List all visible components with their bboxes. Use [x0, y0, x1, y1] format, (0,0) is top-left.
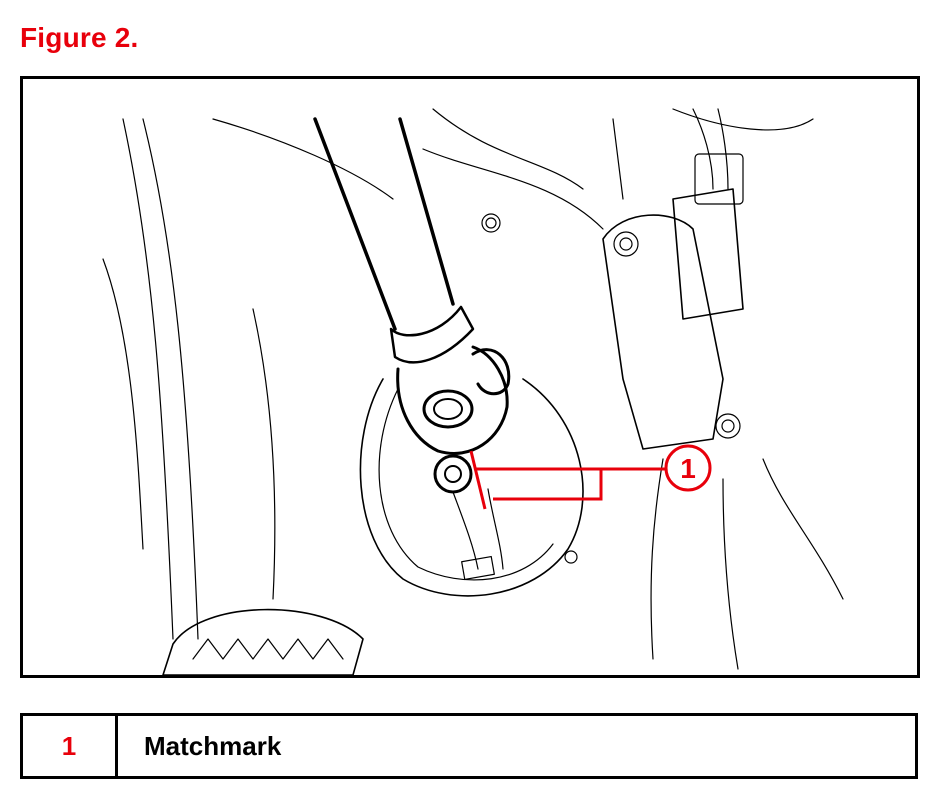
- legend-number: 1: [23, 716, 118, 776]
- upper-contour: [612, 118, 624, 200]
- upper-contour: [432, 108, 584, 190]
- steering-shaft-left-edge: [313, 117, 397, 331]
- upper-contour: [212, 118, 394, 200]
- pedal-ribs: [192, 638, 344, 660]
- illustration-frame: 1: [20, 76, 920, 678]
- lower-shaft: [452, 488, 504, 570]
- upper-contour: [672, 108, 814, 131]
- figure-title: Figure 2.: [20, 22, 139, 53]
- joint-bolt-hole: [433, 398, 463, 420]
- joint-yoke: [396, 345, 509, 455]
- right-bolt: [715, 413, 741, 439]
- steering-shaft-illustration: 1: [102, 108, 844, 675]
- upper-bolt-inner: [485, 217, 497, 229]
- connector-wire: [692, 108, 729, 190]
- steering-shaft-right-edge: [398, 117, 455, 306]
- pedal-pad: [162, 608, 364, 675]
- upper-contour: [422, 148, 604, 230]
- small-hole: [564, 550, 578, 564]
- connector-body: [672, 188, 744, 320]
- right-bolt-inner: [721, 419, 735, 433]
- pedal-arm: [762, 458, 844, 600]
- bracket-bolt: [613, 231, 639, 257]
- bracket-bolt-inner: [619, 237, 633, 251]
- joint-ear: [471, 348, 511, 396]
- lower-joint-bolt-hole: [444, 465, 462, 483]
- callout-number: 1: [680, 453, 696, 484]
- lower-joint-bolt: [433, 454, 473, 494]
- left-panel-line: [252, 308, 276, 600]
- matchmark-indicator: [469, 450, 487, 510]
- right-bracket: [602, 214, 724, 450]
- callout-circle: [664, 444, 712, 492]
- left-panel-line: [122, 118, 174, 640]
- legend-table: 1 Matchmark: [20, 713, 918, 779]
- legend-label: Matchmark: [144, 730, 282, 761]
- steering-boot: [359, 378, 584, 597]
- left-panel-line: [102, 258, 144, 550]
- callout-bracket: [475, 467, 603, 501]
- pedal-arm: [650, 458, 739, 670]
- shaft-collar: [389, 305, 475, 364]
- boot-clip: [461, 555, 495, 581]
- upper-bolt: [481, 213, 501, 233]
- connector-plug: [694, 153, 744, 205]
- joint-bolt-ring: [422, 389, 474, 429]
- steering-boot-inner: [378, 388, 554, 581]
- left-panel-line: [142, 118, 199, 640]
